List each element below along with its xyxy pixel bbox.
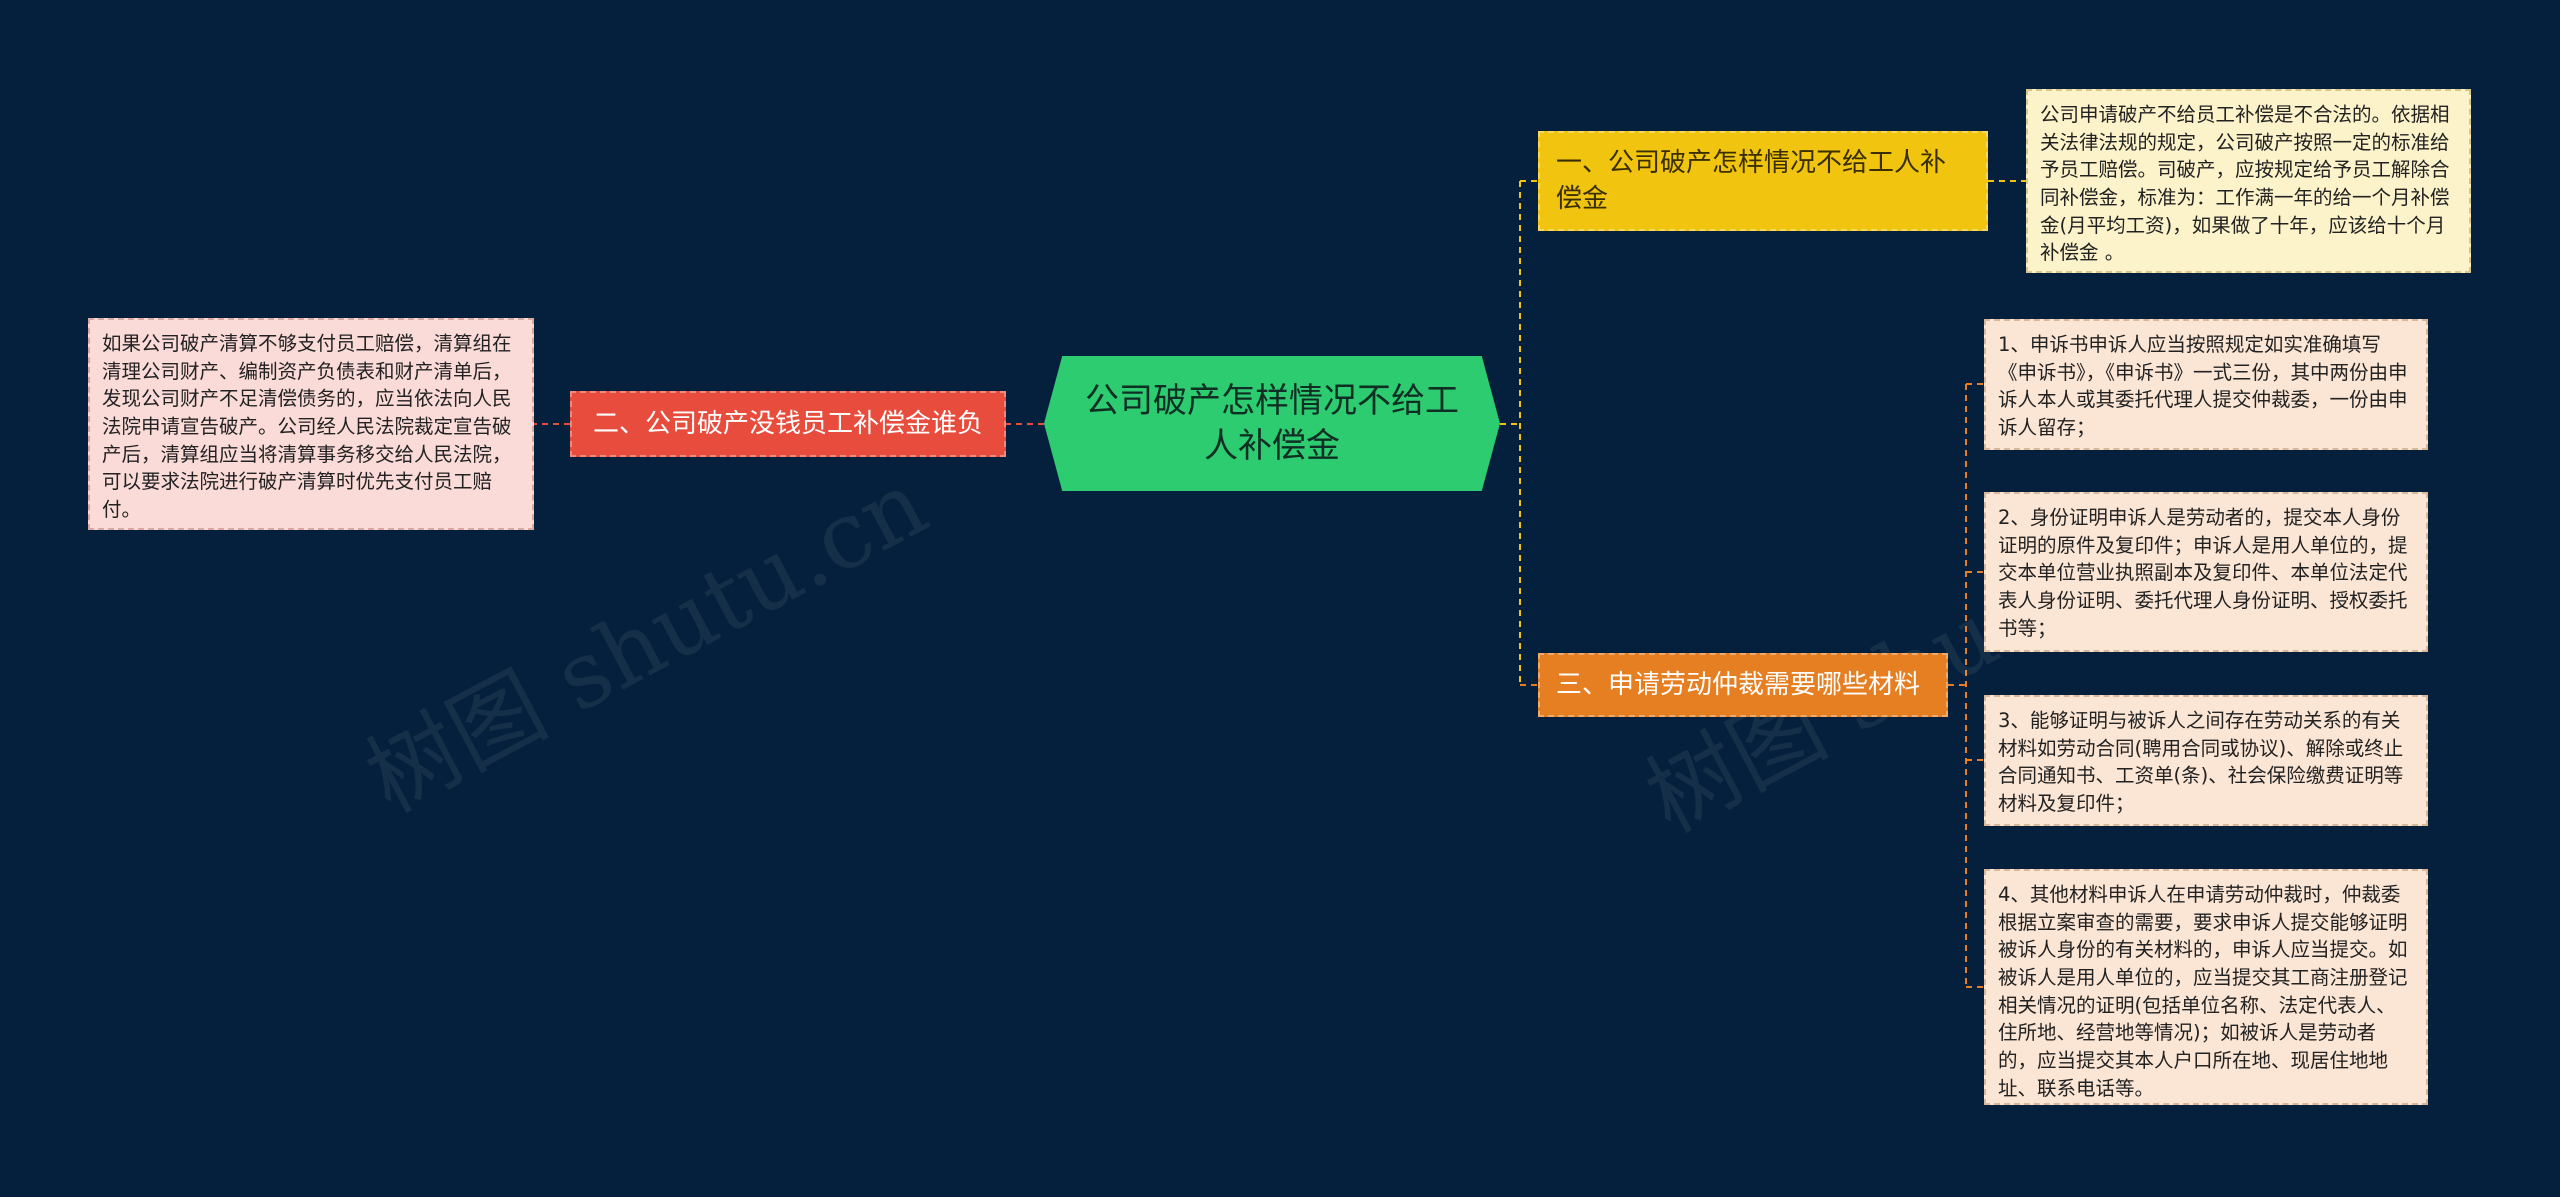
detail-note-branch3-item4[interactable]: 4、其他材料申诉人在申请劳动仲裁时，仲裁委根据立案审查的需要，要求申诉人提交能够… — [1984, 869, 2428, 1105]
branch-topic-2[interactable]: 二、公司破产没钱员工补偿金谁负 — [570, 391, 1006, 457]
detail-note-branch3-item1[interactable]: 1、申诉书申诉人应当按照规定如实准确填写《申诉书》，《申诉书》一式三份，其中两份… — [1984, 319, 2428, 450]
root-topic[interactable]: 公司破产怎样情况不给工人补偿金 — [1044, 356, 1500, 491]
detail-note-branch1[interactable]: 公司申请破产不给员工补偿是不合法的。依据相关法律法规的规定，公司破产按照一定的标… — [2026, 89, 2471, 273]
branch-topic-3[interactable]: 三、申请劳动仲裁需要哪些材料 — [1538, 653, 1948, 717]
detail-note-branch3-item3[interactable]: 3、能够证明与被诉人之间存在劳动关系的有关材料如劳动合同(聘用合同或协议)、解除… — [1984, 695, 2428, 826]
branch-topic-1[interactable]: 一、公司破产怎样情况不给工人补偿金 — [1538, 131, 1988, 231]
detail-note-branch3-item2[interactable]: 2、身份证明申诉人是劳动者的，提交本人身份证明的原件及复印件；申诉人是用人单位的… — [1984, 492, 2428, 652]
detail-note-branch2[interactable]: 如果公司破产清算不够支付员工赔偿，清算组在清理公司财产、编制资产负债表和财产清单… — [88, 318, 534, 530]
